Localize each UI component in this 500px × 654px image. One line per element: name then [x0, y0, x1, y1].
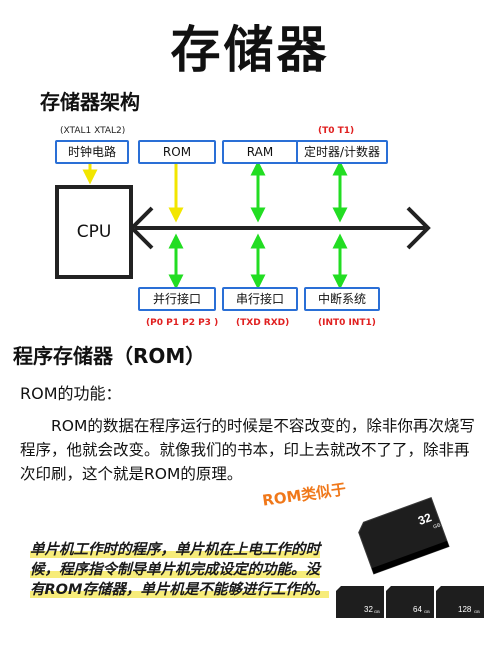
serial-interface-box: 串行接口: [222, 287, 298, 311]
sd-card-small-3-illustration: 128 GB: [436, 586, 484, 618]
sd-card-small-1-unit: GB: [374, 609, 380, 614]
sd-card-large-illustration: 32 GB: [358, 496, 450, 575]
clock-circuit-box: 时钟电路: [55, 140, 129, 164]
highlight-note-text: 单片机工作时的程序，单片机在上电工作的时候，程序指令制导单片机完成设定的功能。没…: [30, 542, 329, 598]
rom-section-heading: 程序存储器（ROM）: [13, 344, 206, 368]
rom-description-paragraph: ROM的数据在程序运行的时候是不容改变的，除非你再次烧写程序，他就会改变。就像我…: [20, 417, 475, 483]
sd-card-large-capacity: 32: [416, 510, 434, 528]
sd-card-small-3-capacity: 128: [458, 605, 472, 614]
rom-function-label: ROM的功能：: [20, 384, 122, 403]
timer-counter-box: 定时器/计数器: [296, 140, 388, 164]
architecture-heading: 存储器架构: [40, 90, 140, 114]
interrupt-system-box: 中断系统: [304, 287, 380, 311]
timer-note: (T0 T1): [318, 126, 355, 136]
ports-note: (P0 P1 P2 P3 ): [146, 318, 219, 328]
interrupt-note: (INT0 INT1): [318, 318, 376, 328]
bus-arrowhead-right: [406, 206, 431, 250]
xtal-note: (XTAL1 XTAL2): [60, 126, 126, 136]
sd-card-small-1-capacity: 32: [364, 605, 373, 614]
rom-box: ROM: [138, 140, 216, 164]
sd-card-small-3-unit: GB: [474, 609, 480, 614]
sd-card-small-2-illustration: 64 GB: [386, 586, 434, 618]
highlight-note: 单片机工作时的程序，单片机在上电工作的时候，程序指令制导单片机完成设定的功能。没…: [30, 540, 330, 600]
sd-card-large-unit: GB: [433, 522, 442, 530]
parallel-interface-box: 并行接口: [138, 287, 216, 311]
sd-card-small-2-capacity: 64: [413, 605, 422, 614]
cpu-box: CPU: [55, 185, 133, 279]
sd-card-small-2-unit: GB: [424, 609, 430, 614]
ram-box: RAM: [222, 140, 298, 164]
serial-note: (TXD RXD): [236, 318, 290, 328]
sd-card-small-1-illustration: 32 GB: [336, 586, 384, 618]
page-title: 存储器: [170, 21, 330, 79]
